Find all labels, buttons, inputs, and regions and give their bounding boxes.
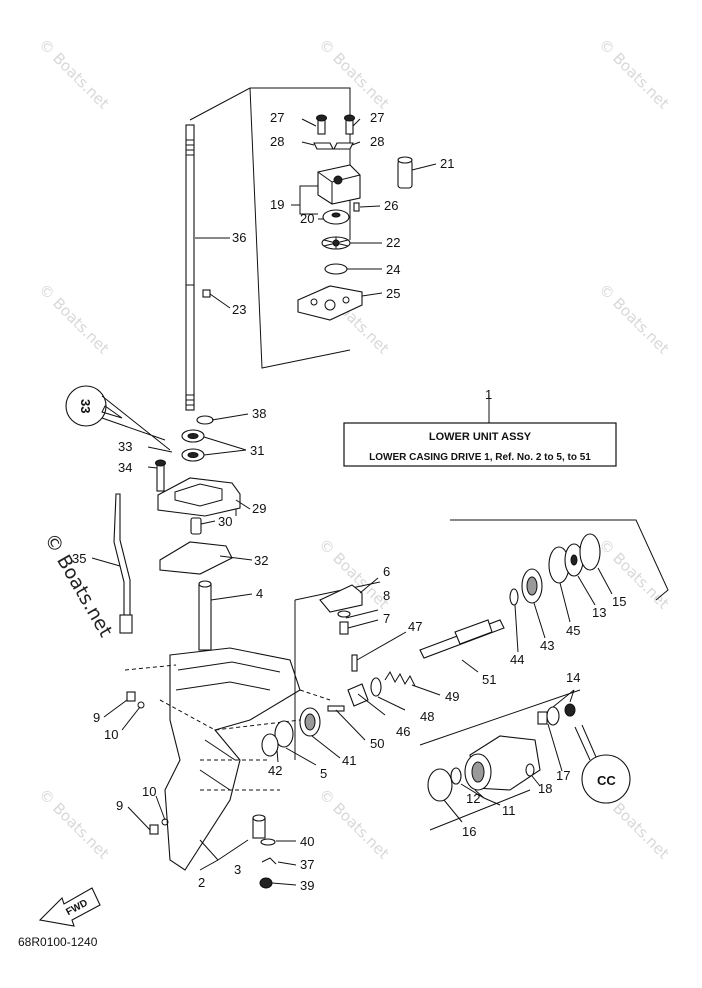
part-label-43: 43 (540, 638, 554, 653)
callout-label-33: 33 (78, 399, 93, 413)
watermark: © Boats.net (315, 35, 393, 113)
leader-lines (91, 118, 613, 886)
part-label-27b: 27 (370, 110, 384, 125)
part-label-50: 50 (370, 736, 384, 751)
part-label-10a: 10 (104, 727, 118, 742)
part-labels: 27 27 28 28 21 19 26 20 36 22 24 25 23 3… (72, 110, 626, 893)
part-label-49: 49 (445, 689, 459, 704)
part-label-28b: 28 (370, 134, 384, 149)
part-label-4: 4 (256, 586, 263, 601)
part-label-46: 46 (396, 724, 410, 739)
diagram-code: 68R0100-1240 (18, 935, 98, 949)
part-label-2: 2 (198, 875, 205, 890)
part-label-22: 22 (386, 235, 400, 250)
part-label-3: 3 (234, 862, 241, 877)
part-label-30: 30 (218, 514, 232, 529)
info-box: 1 LOWER UNIT ASSY LOWER CASING DRIVE 1, … (343, 387, 617, 467)
part-label-16: 16 (462, 824, 476, 839)
part-label-26: 26 (384, 198, 398, 213)
part-label-32: 32 (254, 553, 268, 568)
watermark: © Boats.net (40, 530, 117, 641)
part-label-17: 17 (556, 768, 570, 783)
part-label-42: 42 (268, 763, 282, 778)
part-label-23: 23 (232, 302, 246, 317)
part-label-13: 13 (592, 605, 606, 620)
part-label-20: 20 (300, 211, 314, 226)
part-label-11: 11 (502, 803, 516, 818)
info-ref-number: 1 (485, 387, 492, 402)
part-label-7: 7 (383, 611, 390, 626)
part-label-29: 29 (252, 501, 266, 516)
prop-shaft-housing (419, 689, 631, 831)
part-label-24: 24 (386, 262, 400, 277)
part-label-40: 40 (300, 834, 314, 849)
watermark: © Boats.net (35, 35, 113, 113)
part-label-41: 41 (342, 753, 356, 768)
part-label-35: 35 (72, 551, 86, 566)
part-label-5: 5 (320, 766, 327, 781)
lower-casing (124, 647, 331, 889)
part-label-14: 14 (566, 670, 580, 685)
part-label-38: 38 (252, 406, 266, 421)
fwd-arrow-icon: FWD (38, 887, 101, 927)
part-label-12: 12 (466, 791, 480, 806)
callout-label-cc: CC (597, 773, 616, 788)
info-box-title: LOWER UNIT ASSY (429, 431, 532, 443)
part-label-45: 45 (566, 623, 580, 638)
water-pump-assembly (189, 87, 413, 369)
info-box-subtitle: LOWER CASING DRIVE 1, Ref. No. 2 to 5, t… (369, 452, 591, 463)
watermark: © Boats.net (35, 785, 113, 863)
watermark: © Boats.net (35, 280, 113, 358)
watermark: © Boats.net (595, 35, 673, 113)
part-label-9a: 9 (93, 710, 100, 725)
part-label-31: 31 (250, 443, 264, 458)
part-label-51: 51 (482, 672, 496, 687)
propeller-shaft-assembly (261, 519, 669, 760)
part-label-33: 33 (118, 439, 132, 454)
part-label-34: 34 (118, 460, 132, 475)
part-label-6: 6 (383, 564, 390, 579)
part-label-27a: 27 (270, 110, 284, 125)
part-label-47: 47 (408, 619, 422, 634)
part-label-19: 19 (270, 197, 284, 212)
part-label-37: 37 (300, 857, 314, 872)
part-label-28a: 28 (270, 134, 284, 149)
part-label-8: 8 (383, 588, 390, 603)
part-label-21: 21 (440, 156, 454, 171)
part-label-25: 25 (386, 286, 400, 301)
part-label-10b: 10 (142, 784, 156, 799)
part-label-18: 18 (538, 781, 552, 796)
part-label-15: 15 (612, 594, 626, 609)
drive-shaft-assembly (65, 124, 241, 651)
part-label-39: 39 (300, 878, 314, 893)
part-label-44: 44 (510, 652, 524, 667)
part-label-36: 36 (232, 230, 246, 245)
part-label-48: 48 (420, 709, 434, 724)
part-label-9b: 9 (116, 798, 123, 813)
watermark: © Boats.net (315, 785, 393, 863)
watermark: © Boats.net (595, 280, 673, 358)
